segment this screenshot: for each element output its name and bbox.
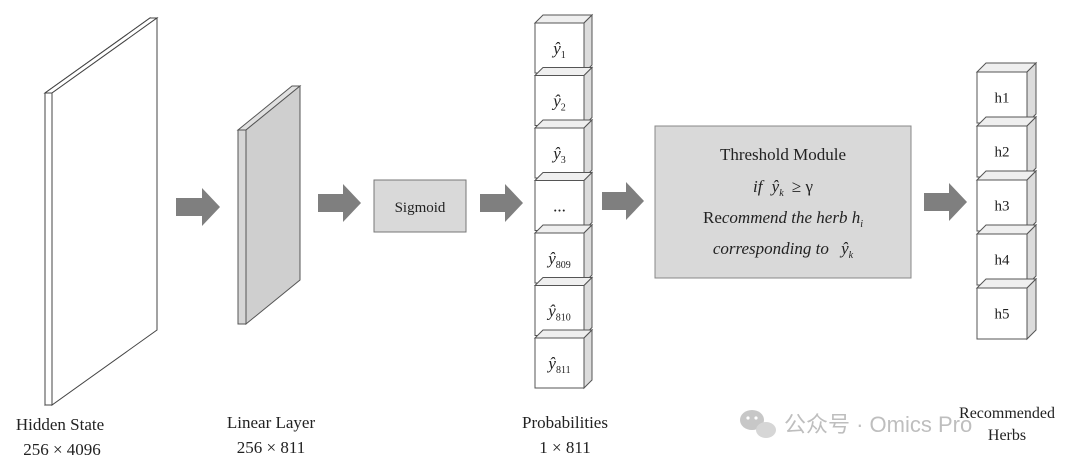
arrow-right-icon	[480, 184, 523, 222]
arrow-right-icon	[602, 182, 644, 220]
threshold-corresponding: corresponding to ŷk	[713, 239, 854, 261]
probability-cell: ŷ811	[533, 328, 594, 390]
herb-cell: h3	[975, 169, 1038, 233]
threshold-cond-k: k	[779, 188, 784, 199]
herb-cell-label: h5	[995, 307, 1010, 323]
hidden-state-label: Hidden State	[16, 415, 104, 434]
probability-cell: ŷ2	[533, 66, 594, 127]
probability-cell-label: ŷ809	[546, 249, 571, 271]
herb-cell: h2	[975, 115, 1038, 179]
herb-cell-label: h4	[995, 253, 1011, 269]
threshold-module-title: Threshold Module	[720, 145, 846, 164]
linear-layer-block	[236, 84, 302, 326]
threshold-rec-sub: i	[860, 219, 863, 230]
wechat-logo-icon	[740, 410, 776, 438]
probability-cell: ŷ809	[533, 223, 594, 285]
recommended-label-line2: Herbs	[988, 427, 1026, 444]
hidden-state-dims: 256 × 4096	[23, 440, 101, 459]
herb-cell-label: h1	[995, 91, 1010, 107]
probability-cell-label: ŷ3	[551, 144, 566, 166]
recommended-herbs-column: h1 h2 h3 h4 h5	[975, 61, 1038, 341]
probabilities-dims: 1 × 811	[539, 438, 590, 457]
probability-cell-label: ...	[553, 197, 566, 216]
watermark: 公众号 · Omics Pro	[740, 410, 972, 438]
probabilities-label: Probabilities	[522, 413, 608, 432]
watermark-text: 公众号 · Omics Pro	[784, 412, 972, 437]
probability-cell: ŷ3	[533, 118, 594, 180]
arrow-right-icon	[924, 183, 967, 221]
linear-layer-dims: 256 × 811	[237, 438, 305, 457]
probability-cell: ŷ1	[533, 13, 594, 75]
threshold-recommend: Recommend the herb hi	[703, 208, 863, 230]
linear-layer-label: Linear Layer	[227, 413, 316, 432]
probability-cell-label: ŷ1	[551, 39, 566, 61]
probability-cell: ŷ810	[533, 276, 594, 337]
threshold-corr-text: corresponding to	[713, 239, 829, 258]
probability-cell: ...	[533, 171, 594, 232]
probability-cell-label: ŷ2	[551, 92, 566, 114]
hidden-state-block	[43, 17, 159, 406]
threshold-corr-y: ŷ	[839, 239, 849, 258]
herb-cell-label: h3	[995, 199, 1010, 215]
threshold-cond-y: ŷ	[770, 177, 780, 196]
threshold-corr-k: k	[849, 250, 854, 261]
threshold-rec-italic: commend the herb h	[722, 208, 860, 227]
herb-cell: h5	[975, 277, 1038, 341]
herb-cell: h1	[975, 61, 1038, 125]
arrow-right-icon	[176, 188, 220, 226]
sigmoid-label: Sigmoid	[395, 200, 446, 216]
herb-cell-label: h2	[995, 145, 1010, 161]
threshold-rec-prefix: Re	[703, 208, 722, 227]
probabilities-column: ŷ1 ŷ2 ŷ3... ŷ809 ŷ810 ŷ811	[533, 13, 594, 390]
herb-cell: h4	[975, 223, 1038, 287]
sigmoid-box	[373, 179, 467, 233]
recommended-label-line1: Recommended	[959, 405, 1055, 422]
threshold-cond-prefix: if	[753, 177, 765, 196]
arrow-right-icon	[318, 184, 361, 222]
threshold-cond-rel: ≥ γ	[792, 177, 814, 196]
threshold-module-box	[654, 125, 912, 279]
threshold-condition: if ŷk ≥ γ	[753, 177, 814, 200]
probability-cell-label: ŷ810	[546, 302, 571, 324]
probability-cell-label: ŷ811	[546, 354, 570, 376]
